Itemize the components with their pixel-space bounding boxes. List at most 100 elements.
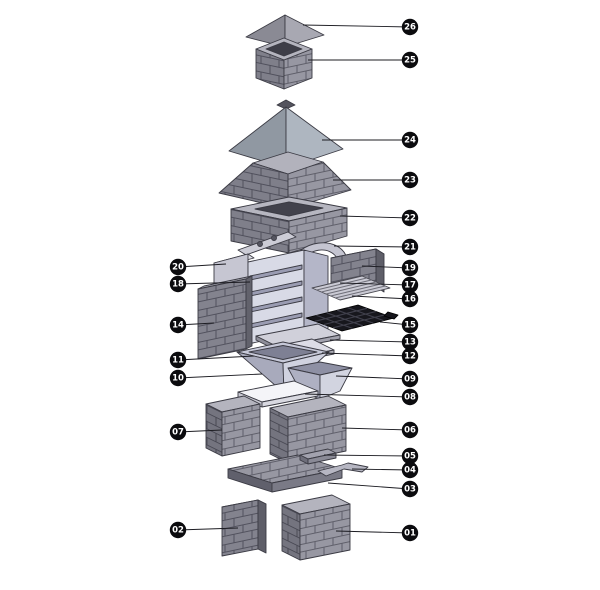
callout-number: 15 — [404, 321, 416, 331]
callout-leader-line — [329, 339, 411, 343]
callout-badge — [401, 333, 419, 351]
callout-12: 12 — [321, 347, 419, 365]
callout-number: 26 — [404, 23, 416, 33]
callout-15: 15 — [379, 316, 419, 334]
callout-leader-line — [177, 373, 263, 379]
callout-leader-line — [339, 282, 411, 286]
callout-number: 04 — [404, 466, 416, 476]
callout-badge — [169, 316, 187, 334]
callout-number: 08 — [404, 393, 416, 403]
callout-number: 16 — [404, 295, 416, 305]
part-charcoal-grate — [305, 304, 399, 332]
callout-25: 25 — [308, 51, 419, 69]
part-right-pedestal-block — [269, 395, 347, 464]
callout-badge — [401, 290, 419, 308]
callout-leader-line — [341, 427, 411, 431]
callout-10: 10 — [169, 369, 263, 387]
callout-leader-line — [335, 375, 411, 380]
callout-number: 03 — [404, 485, 416, 495]
callout-leader-line — [177, 355, 255, 361]
callout-badge — [401, 461, 419, 479]
callout-22: 22 — [339, 209, 419, 227]
callout-leader-line — [302, 24, 411, 28]
callout-number: 17 — [404, 281, 416, 291]
callout-number: 09 — [404, 375, 416, 385]
callout-badge — [401, 171, 419, 189]
callout-number: 25 — [404, 56, 416, 66]
callout-06: 06 — [341, 421, 419, 439]
callout-number: 01 — [404, 529, 416, 539]
callout-leader-line — [321, 352, 411, 357]
callout-number: 06 — [404, 426, 416, 436]
callout-number: 20 — [172, 263, 184, 273]
callout-09: 09 — [335, 370, 419, 388]
callout-21: 21 — [333, 238, 419, 256]
callout-number: 07 — [172, 428, 184, 438]
callout-05: 05 — [323, 447, 419, 465]
callout-leader-line — [351, 468, 411, 471]
callout-20: 20 — [169, 258, 227, 276]
callout-leader-line — [177, 281, 251, 285]
callout-leader-line — [177, 527, 239, 531]
callout-badge — [401, 447, 419, 465]
callout-17: 17 — [339, 276, 419, 294]
callout-leader-line — [304, 393, 411, 398]
callout-badge — [401, 276, 419, 294]
callout-number: 24 — [404, 136, 416, 146]
callout-number: 10 — [172, 374, 184, 384]
callout-11: 11 — [169, 351, 255, 369]
part-chimney-flue — [255, 37, 313, 90]
part-brick-collar — [230, 196, 348, 254]
callout-number: 12 — [404, 352, 416, 362]
callout-08: 08 — [304, 388, 419, 406]
callout-badge — [401, 347, 419, 365]
callout-badge — [169, 369, 187, 387]
callout-badge — [169, 423, 187, 441]
part-hood-roof — [228, 99, 344, 169]
callout-badge — [169, 521, 187, 539]
callout-badge — [401, 421, 419, 439]
callout-23: 23 — [333, 171, 419, 189]
callout-badge — [401, 259, 419, 277]
callout-leader-line — [339, 215, 411, 219]
callout-07: 07 — [169, 423, 223, 441]
callout-badge — [401, 18, 419, 36]
callout-badge — [401, 131, 419, 149]
part-firebox-back-panel — [247, 249, 305, 345]
callout-19: 19 — [361, 259, 419, 277]
callout-02: 02 — [169, 521, 239, 539]
callout-badge — [401, 370, 419, 388]
callout-number: 19 — [404, 264, 416, 274]
callout-badge — [401, 480, 419, 498]
callout-badge — [401, 209, 419, 227]
callout-18: 18 — [169, 275, 251, 293]
callout-number: 22 — [404, 214, 416, 224]
callout-badge — [169, 258, 187, 276]
callout-badge — [401, 51, 419, 69]
callout-leader-line — [327, 482, 411, 490]
callout-number: 13 — [404, 338, 416, 348]
callout-badge — [401, 238, 419, 256]
callout-badge — [401, 524, 419, 542]
callout-layer: 26 25 24 23 22 21 20 19 18 17 16 15 14 13 12 11 10 09 08 07… — [169, 18, 419, 542]
callout-number: 05 — [404, 452, 416, 462]
callout-number: 02 — [172, 526, 184, 536]
callout-number: 18 — [172, 280, 184, 290]
callout-leader-line — [335, 530, 411, 534]
part-right-foundation-block — [281, 494, 351, 561]
callout-leader-line — [351, 295, 411, 300]
callout-badge — [169, 275, 187, 293]
callout-number: 21 — [404, 243, 416, 253]
part-left-foundation-panel — [221, 499, 267, 557]
callout-14: 14 — [169, 316, 215, 334]
callout-number: 14 — [172, 321, 184, 331]
callout-leader-line — [333, 245, 411, 248]
callout-24: 24 — [322, 131, 419, 149]
callout-leader-line — [323, 454, 411, 457]
callout-16: 16 — [351, 290, 419, 308]
callout-badge — [169, 351, 187, 369]
callout-01: 01 — [335, 524, 419, 542]
part-small-bracket-plate — [299, 448, 337, 465]
